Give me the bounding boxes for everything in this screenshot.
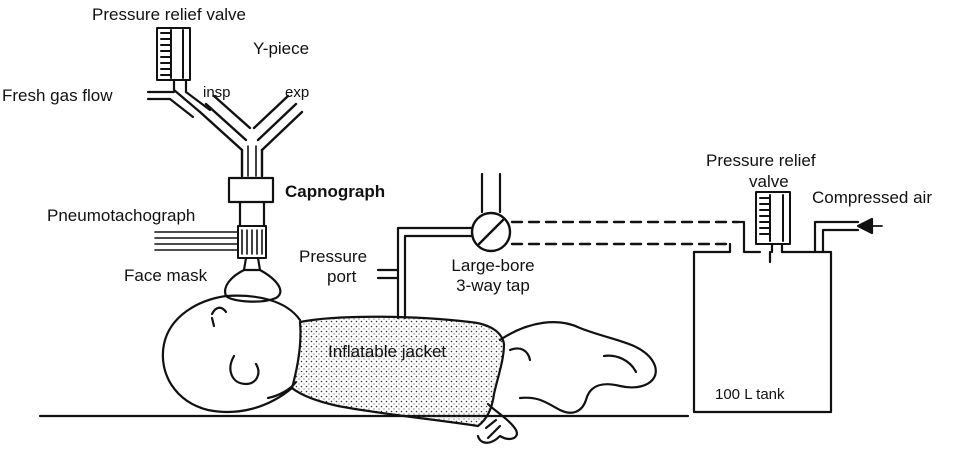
tank-100l — [692, 220, 833, 414]
label-3-way-tap: 3-way tap — [456, 276, 530, 295]
capnograph-box — [227, 176, 275, 228]
y-piece — [198, 94, 304, 178]
top-relief-valve — [156, 27, 191, 94]
label-face-mask: Face mask — [124, 266, 208, 285]
pneumotachograph — [154, 225, 267, 272]
label-exp: exp — [285, 84, 310, 101]
label-compressed-air: Compressed air — [812, 188, 932, 207]
label-insp: insp — [203, 84, 231, 101]
infant-figure — [161, 294, 657, 444]
label-pressure: Pressure — [299, 247, 368, 266]
pressure-port-tube — [376, 226, 472, 320]
label-right-pressure-relief: Pressure relief — [706, 151, 816, 170]
label-inflatable-jacket: Inflatable jacket — [328, 342, 447, 361]
three-way-tap — [468, 172, 512, 253]
label-port: port — [327, 267, 357, 286]
label-y-piece: Y-piece — [253, 39, 310, 58]
label-fresh-gas-flow: Fresh gas flow — [2, 86, 113, 105]
label-right-valve: valve — [749, 172, 789, 191]
label-pneumotachograph: Pneumotachograph — [47, 206, 196, 225]
dashed-connections — [510, 220, 740, 246]
compressed-air-inlet — [813, 217, 883, 254]
label-capnograph: Capnograph — [285, 182, 386, 201]
label-large-bore: Large-bore — [451, 256, 535, 275]
right-relief-valve — [755, 191, 791, 254]
inflatable-jacket — [290, 315, 506, 428]
face-mask — [224, 268, 282, 303]
label-top-pressure-relief-valve: Pressure relief valve — [92, 5, 247, 24]
fresh-gas-inlet — [146, 88, 212, 119]
label-tank: 100 L tank — [715, 386, 785, 403]
